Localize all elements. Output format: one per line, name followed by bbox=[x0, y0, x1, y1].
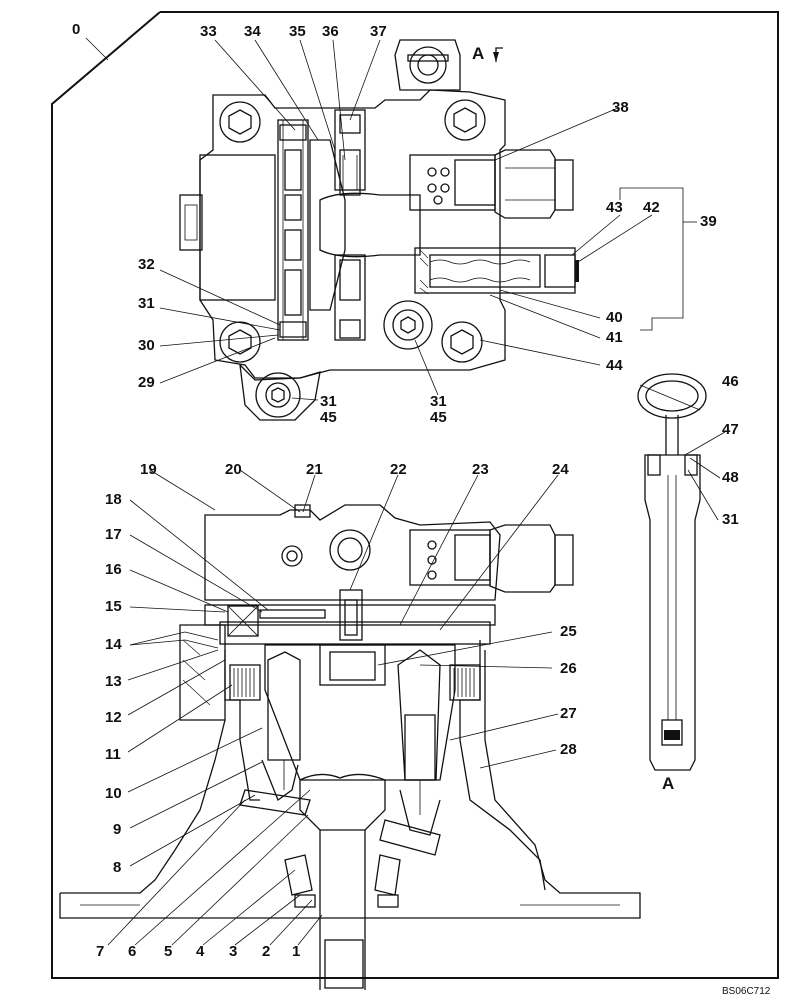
callout-29: 29 bbox=[138, 374, 155, 391]
callout-36: 36 bbox=[322, 23, 339, 40]
view-marker-a: A bbox=[472, 44, 485, 63]
frame-border bbox=[51, 11, 779, 979]
callout-12: 12 bbox=[105, 709, 122, 726]
callout-11: 11 bbox=[105, 746, 121, 763]
callout-31-top-left: 31 bbox=[138, 295, 155, 312]
callout-31-view-a: 31 bbox=[722, 511, 739, 528]
view-caption-a: A bbox=[662, 774, 675, 793]
piston-left bbox=[261, 651, 301, 802]
callout-34: 34 bbox=[244, 23, 261, 40]
callout-37: 37 bbox=[370, 23, 387, 40]
callout-26: 26 bbox=[560, 660, 577, 677]
callout-9: 9 bbox=[113, 821, 122, 838]
callout-31-center-bolt: 31 bbox=[430, 393, 447, 410]
callout-42: 42 bbox=[643, 199, 660, 216]
callout-31-bottom-bolt: 31 bbox=[320, 393, 337, 410]
callout-5: 5 bbox=[164, 943, 173, 960]
section-view-motor bbox=[59, 504, 641, 990]
callout-21: 21 bbox=[306, 461, 323, 478]
callout-43: 43 bbox=[606, 199, 623, 216]
callout-40: 40 bbox=[606, 309, 623, 326]
drawing-code: BS06C712 bbox=[722, 986, 771, 997]
friction-plates-left bbox=[229, 664, 261, 701]
bolt-heads bbox=[219, 99, 486, 418]
callout-32: 32 bbox=[138, 256, 155, 273]
callout-45-center-bolt: 45 bbox=[430, 409, 447, 426]
callout-39: 39 bbox=[700, 213, 717, 230]
callout-14: 14 bbox=[105, 636, 122, 653]
callout-7: 7 bbox=[96, 943, 105, 960]
callout-41: 41 bbox=[606, 329, 623, 346]
callout-28: 28 bbox=[560, 741, 577, 758]
callout-4: 4 bbox=[196, 943, 205, 960]
callout-1: 1 bbox=[292, 943, 301, 960]
callout-47: 47 bbox=[722, 421, 739, 438]
callout-23: 23 bbox=[472, 461, 489, 478]
leader-lines bbox=[85, 37, 726, 946]
callout-0: 0 bbox=[72, 21, 81, 38]
callout-24: 24 bbox=[552, 461, 569, 478]
callout-38: 38 bbox=[612, 99, 629, 116]
callout-33: 33 bbox=[200, 23, 217, 40]
callout-17: 17 bbox=[105, 526, 122, 543]
callout-15: 15 bbox=[105, 598, 122, 615]
callout-27: 27 bbox=[560, 705, 577, 722]
callout-6: 6 bbox=[128, 943, 137, 960]
callout-44: 44 bbox=[606, 357, 623, 374]
callout-20: 20 bbox=[225, 461, 242, 478]
callout-2: 2 bbox=[262, 943, 271, 960]
callout-16: 16 bbox=[105, 561, 122, 578]
view-a-level-gauge bbox=[637, 373, 707, 771]
callout-19: 19 bbox=[140, 461, 157, 478]
callout-35: 35 bbox=[289, 23, 306, 40]
callout-46: 46 bbox=[722, 373, 739, 390]
callout-30: 30 bbox=[138, 337, 155, 354]
callout-48: 48 bbox=[722, 469, 739, 486]
callout-18: 18 bbox=[105, 491, 122, 508]
callout-25: 25 bbox=[560, 623, 577, 640]
callout-3: 3 bbox=[229, 943, 238, 960]
callout-45-bottom-bolt: 45 bbox=[320, 409, 337, 426]
callout-22: 22 bbox=[390, 461, 407, 478]
callout-10: 10 bbox=[105, 785, 122, 802]
piston-right bbox=[397, 649, 441, 836]
top-view-valve-block bbox=[179, 39, 579, 421]
callout-8: 8 bbox=[113, 859, 122, 876]
callout-13: 13 bbox=[105, 673, 122, 690]
